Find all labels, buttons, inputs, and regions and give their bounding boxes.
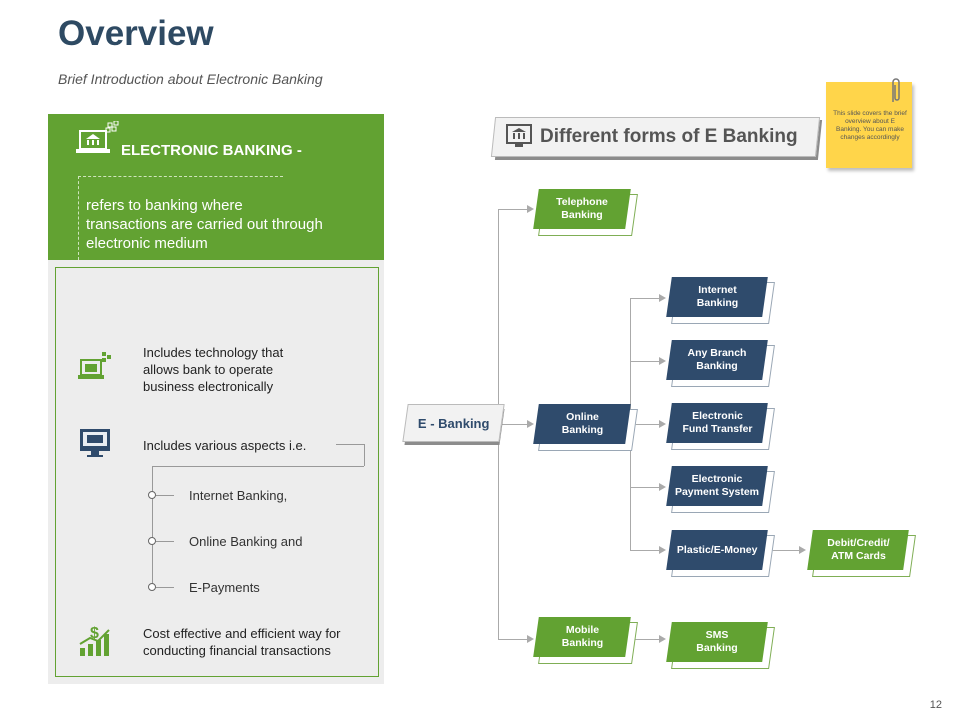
- connector: [500, 424, 528, 425]
- page-subtitle: Brief Introduction about Electronic Bank…: [58, 71, 323, 87]
- connector: [630, 361, 660, 362]
- sticky-note-text: This slide covers the brief overview abo…: [833, 110, 907, 141]
- point-aspects: Includes various aspects i.e.: [143, 438, 307, 453]
- node-label: E - Banking: [417, 415, 490, 431]
- page-number: 12: [929, 699, 942, 711]
- arrow-icon: [659, 357, 666, 365]
- bank-icon: [506, 124, 532, 147]
- definition-panel: [48, 114, 384, 260]
- bullet-icon: [148, 491, 156, 499]
- node-internet-banking: Internet Banking: [666, 277, 768, 317]
- connector: [156, 541, 174, 542]
- connector: [630, 550, 660, 551]
- node-online-banking: Online Banking: [533, 404, 631, 444]
- connector: [768, 550, 800, 551]
- divider: [78, 176, 79, 260]
- laptop-bank-icon: [76, 121, 119, 153]
- arrow-icon: [527, 635, 534, 643]
- node-telephone-banking: Telephone Banking: [533, 189, 631, 229]
- connector: [336, 444, 364, 445]
- page-title: Overview: [58, 14, 214, 53]
- node-debit-credit-atm-cards: Debit/Credit/ ATM Cards: [807, 530, 909, 570]
- svg-text:$: $: [90, 625, 99, 642]
- sub-item-internet-banking: Internet Banking,: [189, 488, 288, 503]
- divider: [78, 176, 283, 177]
- point-cost-effective: Cost effective and efficient way for con…: [143, 626, 341, 658]
- connector: [634, 424, 660, 425]
- node-e-banking: E - Banking: [402, 404, 505, 442]
- node-mobile-banking: Mobile Banking: [533, 617, 631, 657]
- sub-item-e-payments: E-Payments: [189, 580, 260, 595]
- paperclip-icon: [892, 78, 900, 102]
- connector: [498, 209, 528, 210]
- connector: [498, 639, 528, 640]
- bullet-icon: [148, 583, 156, 591]
- connector: [630, 487, 660, 488]
- node-any-branch-banking: Any Branch Banking: [666, 340, 768, 380]
- arrow-icon: [659, 483, 666, 491]
- arrow-icon: [659, 635, 666, 643]
- connector: [152, 466, 364, 467]
- node-plastic-e-money: Plastic/E-Money: [666, 530, 768, 570]
- definition-heading: ELECTRONIC BANKING -: [121, 142, 302, 159]
- arrow-icon: [527, 420, 534, 428]
- bullet-icon: [148, 537, 156, 545]
- connector: [630, 298, 660, 299]
- arrow-icon: [659, 546, 666, 554]
- laptop-network-icon: [78, 352, 111, 379]
- details-panel: [55, 267, 379, 677]
- connector: [152, 466, 153, 587]
- sub-item-online-banking: Online Banking and: [189, 534, 303, 549]
- connector: [156, 587, 174, 588]
- connector: [156, 495, 174, 496]
- dollar-growth-chart-icon: $: [79, 625, 110, 656]
- computer-money-icon: [80, 429, 110, 457]
- node-electronic-payment-system: Electronic Payment System: [666, 466, 768, 506]
- node-electronic-fund-transfer: Electronic Fund Transfer: [666, 403, 768, 443]
- definition-text: refers to banking where transactions are…: [86, 197, 323, 252]
- point-technology: Includes technology that allows bank to …: [143, 345, 284, 394]
- connector: [364, 444, 365, 466]
- connector: [634, 639, 660, 640]
- arrow-icon: [659, 294, 666, 302]
- arrow-icon: [659, 420, 666, 428]
- arrow-icon: [799, 546, 806, 554]
- diagram-title: Different forms of E Banking: [540, 126, 798, 147]
- arrow-icon: [527, 205, 534, 213]
- sticky-note: [826, 82, 912, 168]
- node-sms-banking: SMS Banking: [666, 622, 768, 662]
